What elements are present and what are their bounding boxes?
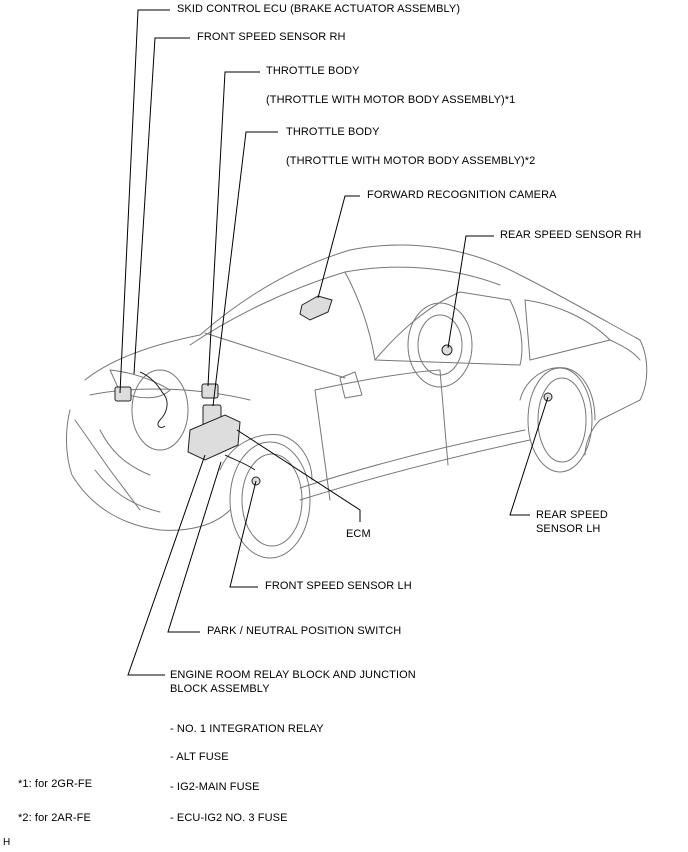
forward-recognition-camera-shape (299, 295, 333, 321)
label-front-speed-sensor-lh: FRONT SPEED SENSOR LH (265, 580, 412, 592)
car-outline (65, 244, 648, 559)
leader-rear-speed-sensor-rh (447, 235, 494, 349)
leader-park-neutral-switch (167, 461, 222, 633)
leader-ecm (236, 429, 361, 522)
label-forward-recognition-camera: FORWARD RECOGNITION CAMERA (367, 189, 557, 201)
note-2ar-fe: *2: for 2AR-FE (18, 812, 91, 824)
front-speed-sensor-lh-shape (251, 476, 261, 486)
label-rear-speed-sensor-rh: REAR SPEED SENSOR RH (500, 229, 642, 241)
sub-item-alt-fuse: - ALT FUSE (170, 751, 229, 763)
components (114, 295, 553, 486)
leader-front-speed-sensor-rh (133, 37, 190, 375)
label-park-neutral-switch: PARK / NEUTRAL POSITION SWITCH (207, 625, 402, 637)
engine-room-relay-block-shape (187, 414, 241, 461)
leader-forward-recognition-camera (317, 195, 360, 299)
note-2gr-fe: *1: for 2GR-FE (18, 778, 93, 790)
front-speed-sensor-lh-cable (224, 454, 256, 471)
sub-item-integration-relay: - NO. 1 INTEGRATION RELAY (170, 723, 324, 735)
label-throttle-body-1-sub: (THROTTLE WITH MOTOR BODY ASSEMBLY)*1 (266, 94, 516, 106)
label-rear-speed-sensor-lh: REAR SPEED SENSOR LH (536, 509, 608, 535)
leader-throttle-body-2 (212, 131, 278, 407)
leader-skid-control-ecu (119, 9, 170, 394)
rear-speed-sensor-rh-shape (441, 344, 453, 356)
skid-control-ecu-shape (114, 386, 132, 402)
label-skid-control-ecu: SKID CONTROL ECU (BRAKE ACTUATOR ASSEMBL… (177, 3, 461, 15)
label-throttle-body-1: THROTTLE BODY (266, 65, 360, 77)
sub-item-ig2-main-fuse: - IG2-MAIN FUSE (170, 781, 260, 793)
label-ecm: ECM (346, 528, 371, 540)
leader-rear-speed-sensor-lh (509, 396, 549, 516)
corner-mark: H (3, 837, 11, 848)
sub-item-ecu-ig2-fuse: - ECU-IG2 NO. 3 FUSE (170, 812, 288, 824)
leader-lines (119, 9, 549, 676)
label-throttle-body-2: THROTTLE BODY (286, 126, 380, 138)
label-engine-room-relay-block: ENGINE ROOM RELAY BLOCK AND JUNCTION BLO… (170, 669, 416, 695)
front-speed-sensor-rh-cable (139, 371, 168, 428)
label-throttle-body-2-sub: (THROTTLE WITH MOTOR BODY ASSEMBLY)*2 (286, 155, 536, 167)
leader-engine-room-relay-block (127, 454, 206, 676)
label-front-speed-sensor-rh: FRONT SPEED SENSOR RH (197, 31, 346, 43)
leader-throttle-body-1 (207, 71, 260, 387)
leader-front-speed-sensor-lh (229, 480, 258, 588)
